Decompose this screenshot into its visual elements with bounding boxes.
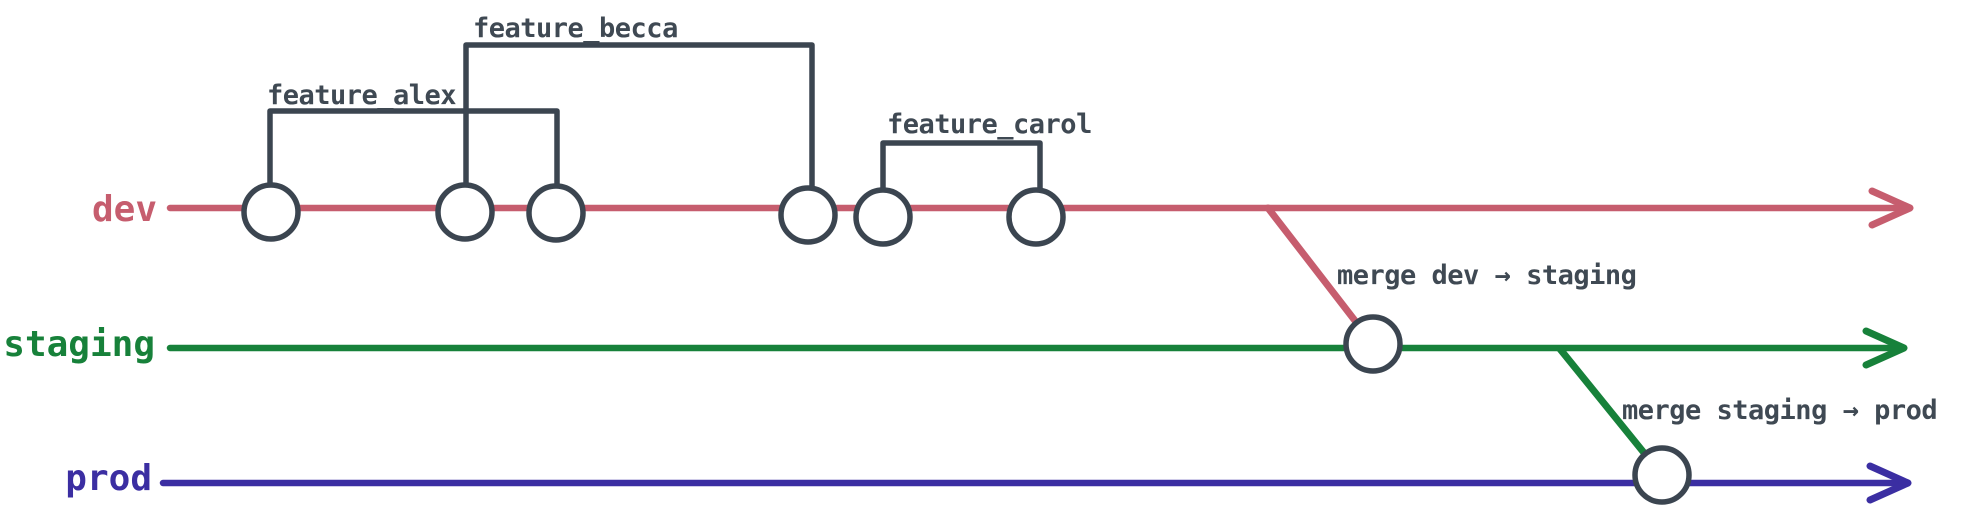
feature-becca-label: feature_becca [473,13,678,44]
merge-commit-prod-node [1632,445,1692,505]
feature-alex-bracket [267,108,560,203]
merge-commit-staging-node [1343,314,1403,374]
feature-carol-bracket [880,140,1043,205]
commit-5-node [853,187,913,247]
branch-label-dev: dev [92,189,157,230]
feature-carol-label: feature_carol [887,109,1092,140]
commit-4-node [778,185,838,245]
commit-2-node [435,182,495,242]
feature-becca-bracket [463,42,815,203]
branch-label-staging: staging [3,324,155,365]
merge-staging-prod-label: merge staging → prod [1622,395,1937,426]
feature-alex-label: feature_alex [267,80,456,111]
commit-3-node [526,183,586,243]
merge-dev-staging-label: merge dev → staging [1337,260,1636,291]
commit-6-node [1006,187,1066,247]
branch-arrowhead-staging [1862,327,1908,369]
commit-1-node [241,182,301,242]
branch-arrowhead-dev [1868,187,1914,229]
branch-label-prod: prod [65,458,152,499]
branch-arrowhead-prod [1866,462,1912,504]
